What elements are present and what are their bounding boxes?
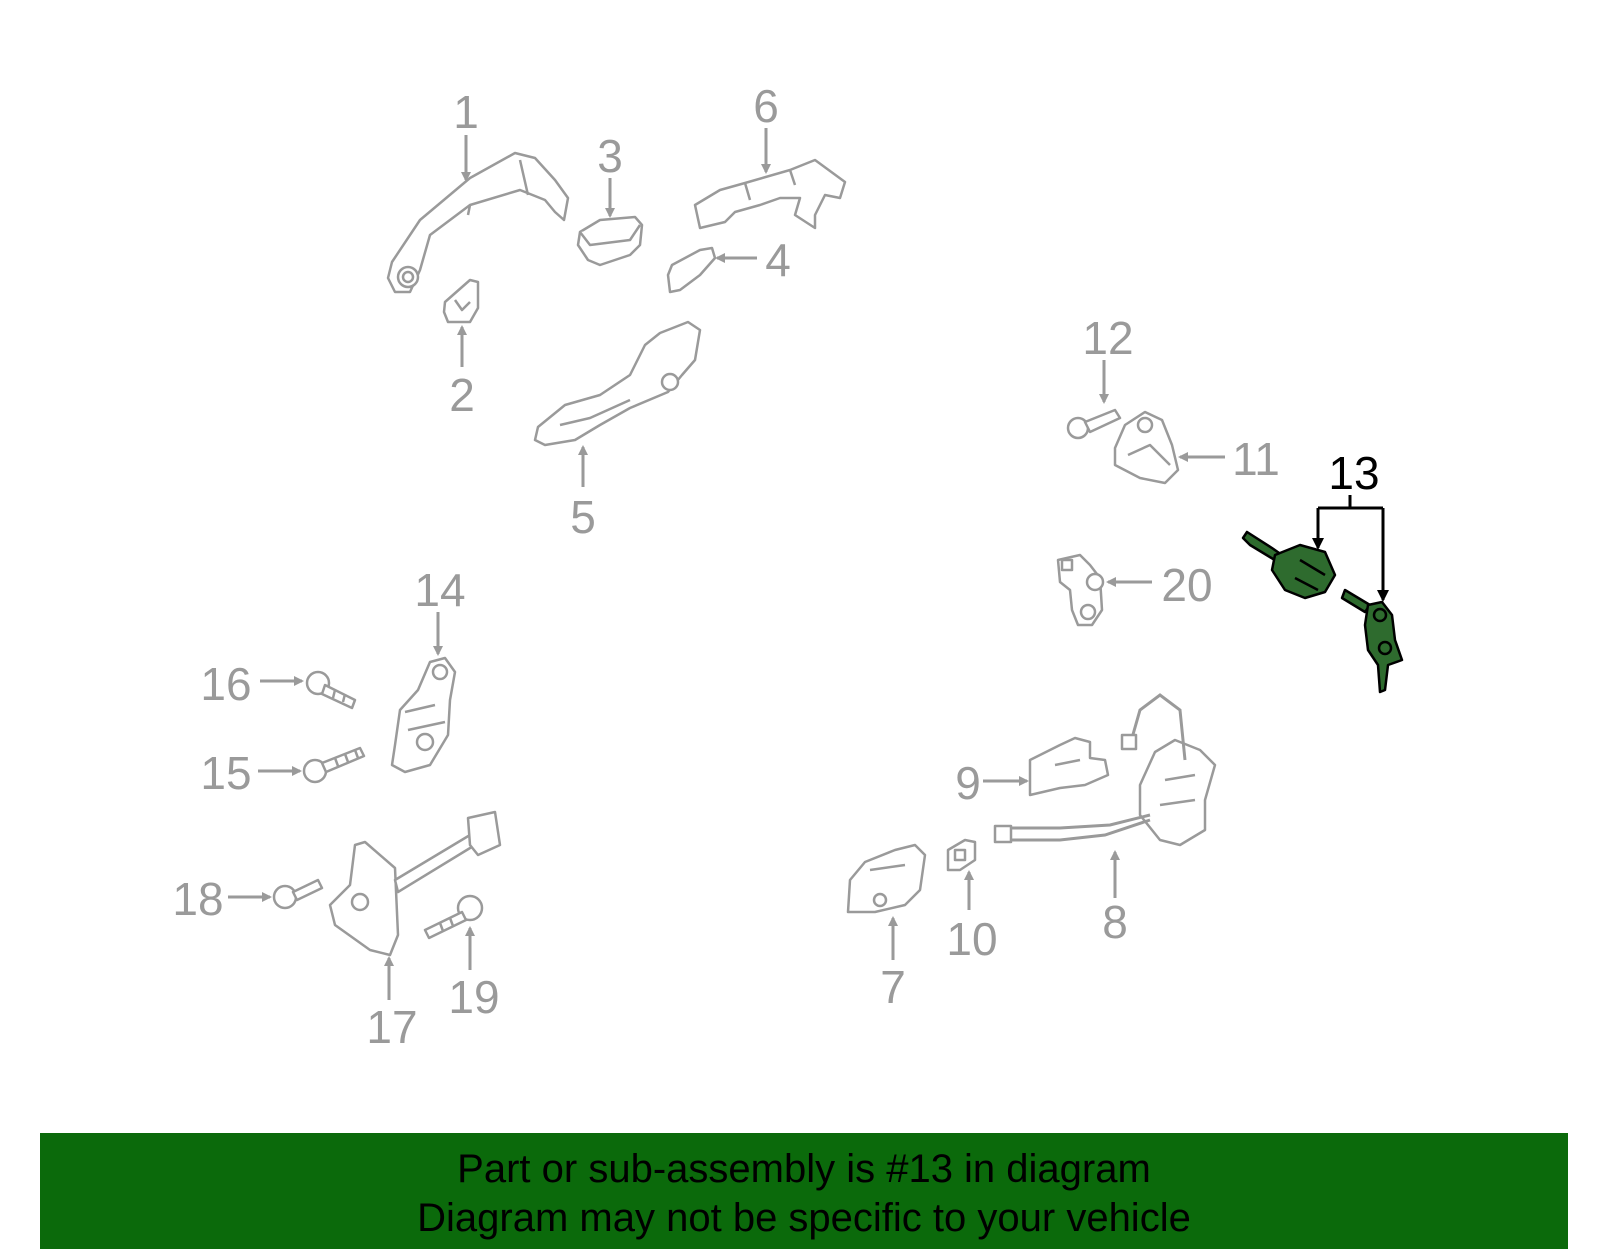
part-1-outside-handle — [386, 151, 570, 294]
callout-15: 15 — [200, 747, 251, 799]
callout-8: 8 — [1102, 896, 1128, 948]
callout-18: 18 — [172, 873, 223, 925]
part-8-lock-actuator — [993, 693, 1217, 847]
callout-9: 9 — [955, 757, 981, 809]
callout-17: 17 — [366, 1001, 417, 1053]
part-18-bolt — [272, 878, 324, 910]
banner-line-2: Diagram may not be specific to your vehi… — [417, 1196, 1191, 1240]
part-16-bolt — [305, 670, 357, 710]
callout-11: 11 — [1232, 433, 1280, 485]
callout-14: 14 — [414, 564, 465, 616]
part-10-clip — [946, 838, 977, 872]
part-6-reinforcement — [693, 158, 847, 230]
callout-1: 1 — [453, 86, 479, 138]
callout-19: 19 — [448, 971, 499, 1023]
callout-5: 5 — [570, 491, 596, 543]
callout-10: 10 — [946, 913, 997, 965]
callout-7: 7 — [880, 961, 906, 1013]
part-15-bolt — [302, 746, 366, 784]
part-7-inside-handle — [846, 843, 927, 914]
callout-12: 12 — [1082, 312, 1133, 364]
part-11-bracket — [1113, 410, 1180, 485]
callout-20: 20 — [1161, 559, 1212, 611]
callout-6: 6 — [753, 80, 779, 132]
callout-3: 3 — [597, 130, 623, 182]
part-17-door-check — [328, 810, 502, 957]
part-13-lock-cylinder-and-keys — [1241, 530, 1404, 694]
callout-4: 4 — [765, 234, 791, 286]
callout-16: 16 — [200, 658, 251, 710]
part-12-screw — [1066, 408, 1122, 440]
part-9-lock-protector — [1028, 736, 1110, 797]
part-info-banner: Part or sub-assembly is #13 in diagram D… — [40, 1133, 1568, 1249]
part-5-handle-frame — [533, 320, 702, 447]
part-3-handle-cap — [576, 215, 644, 267]
part-20-switch — [1056, 553, 1105, 627]
part-19-bolt — [423, 894, 484, 940]
callout-2: 2 — [449, 369, 475, 421]
part-4-gasket — [666, 246, 717, 294]
part-14-hinge — [390, 656, 457, 774]
banner-line-1: Part or sub-assembly is #13 in diagram — [457, 1147, 1151, 1191]
part-2-escutcheon — [442, 278, 480, 324]
callout-13: 13 — [1328, 447, 1379, 499]
